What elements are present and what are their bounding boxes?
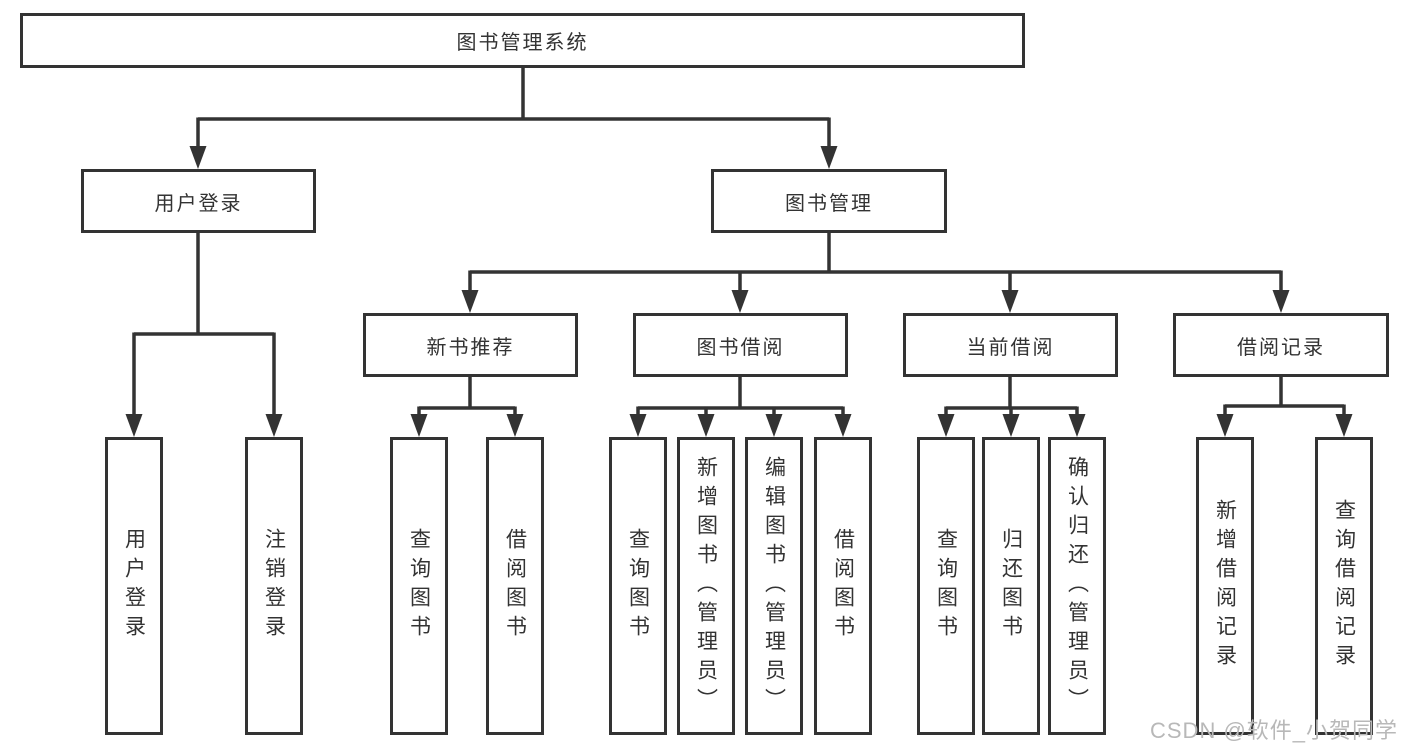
leaf-confirm-return: 确认归还（管理员） (1048, 437, 1106, 735)
node-root: 图书管理系统 (20, 13, 1025, 68)
connector-user-login-children (125, 233, 283, 437)
leaf-add-book-label: 新增图书（管理员） (694, 455, 718, 717)
connector-current-borrow-children (937, 377, 1086, 437)
connector-root-children (189, 68, 838, 169)
connector-new-book-rec-children (410, 377, 524, 437)
leaf-logout-label: 注销登录 (262, 528, 286, 644)
leaf-user-login-label: 用户登录 (122, 528, 146, 644)
node-book-borrow: 图书借阅 (633, 313, 848, 377)
leaf-user-login: 用户登录 (105, 437, 163, 735)
leaf-return-book-label: 归还图书 (999, 528, 1023, 644)
connector-book-mgmt-children (461, 233, 1290, 313)
node-borrow-records-label: 借阅记录 (1237, 336, 1325, 359)
leaf-query-book-3-label: 查询图书 (934, 528, 958, 644)
connector-book-borrow-children (629, 377, 852, 437)
leaf-return-book: 归还图书 (982, 437, 1040, 735)
leaf-query-book-2-label: 查询图书 (626, 528, 650, 644)
connector-borrow-records-children (1216, 377, 1353, 437)
node-new-book-rec-label: 新书推荐 (426, 336, 515, 359)
node-book-mgmt-label: 图书管理 (785, 192, 873, 215)
leaf-confirm-return-label: 确认归还（管理员） (1065, 455, 1089, 717)
leaf-query-book-1: 查询图书 (390, 437, 448, 735)
node-root-label: 图书管理系统 (456, 32, 589, 54)
leaf-edit-book: 编辑图书（管理员） (745, 437, 803, 735)
leaf-add-borrow-record-label: 新增借阅记录 (1213, 499, 1237, 673)
node-user-login: 用户登录 (81, 169, 316, 233)
leaf-query-book-3: 查询图书 (917, 437, 975, 735)
leaf-borrow-book-2: 借阅图书 (814, 437, 872, 735)
leaf-borrow-book-1-label: 借阅图书 (503, 528, 527, 644)
leaf-logout: 注销登录 (245, 437, 303, 735)
node-book-mgmt: 图书管理 (711, 169, 947, 233)
node-current-borrow-label: 当前借阅 (966, 336, 1055, 359)
leaf-borrow-book-1: 借阅图书 (486, 437, 544, 735)
leaf-borrow-book-2-label: 借阅图书 (831, 528, 855, 644)
leaf-edit-book-label: 编辑图书（管理员） (762, 455, 786, 717)
leaf-add-borrow-record: 新增借阅记录 (1196, 437, 1254, 735)
leaf-add-book: 新增图书（管理员） (677, 437, 735, 735)
watermark: CSDN @软件_小贺同学 (1150, 718, 1399, 743)
node-new-book-rec: 新书推荐 (363, 313, 578, 377)
leaf-query-borrow-record-label: 查询借阅记录 (1332, 499, 1356, 673)
node-user-login-label: 用户登录 (154, 192, 243, 215)
leaf-query-book-1-label: 查询图书 (407, 528, 431, 644)
node-current-borrow: 当前借阅 (903, 313, 1118, 377)
leaf-query-book-2: 查询图书 (609, 437, 667, 735)
node-borrow-records: 借阅记录 (1173, 313, 1389, 377)
node-book-borrow-label: 图书借阅 (696, 336, 785, 359)
leaf-query-borrow-record: 查询借阅记录 (1315, 437, 1373, 735)
